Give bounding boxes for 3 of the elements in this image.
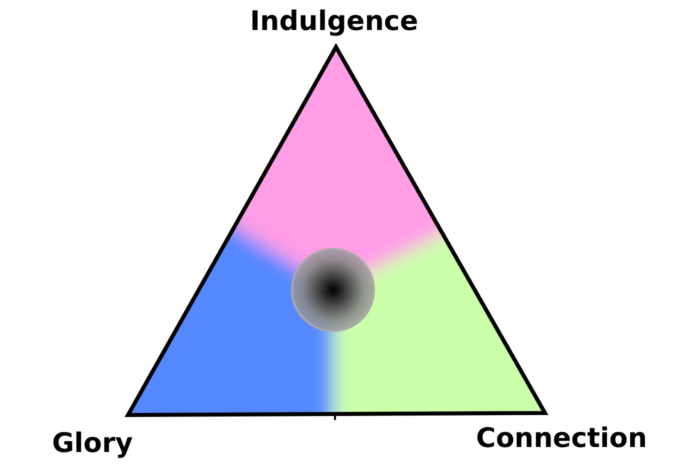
vertex-label: Indulgence: [250, 8, 418, 35]
vertex-label: Connection: [476, 425, 648, 452]
vertex-label: Glory: [52, 430, 133, 457]
